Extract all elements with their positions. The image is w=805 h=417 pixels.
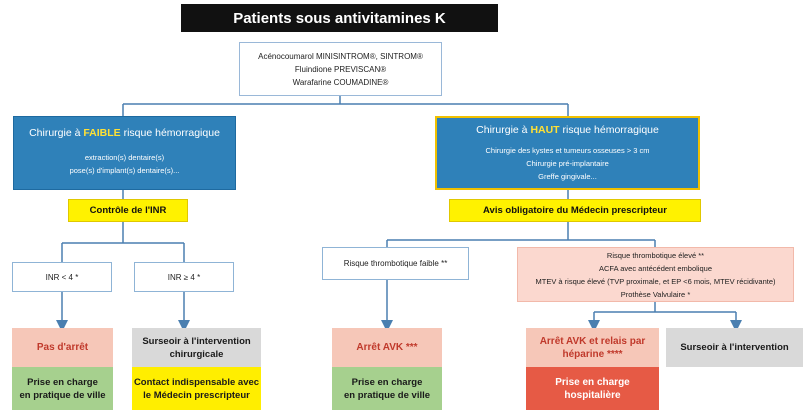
low-risk-highlight: FAIBLE (83, 127, 121, 139)
inr-control-box: Contrôle de l'INR (68, 199, 188, 222)
inr-low-box: INR < 4 * (12, 262, 112, 292)
contact-prescriber-line: Contact indispensable avec (133, 376, 260, 388)
inr-high-box: INR ≥ 4 * (134, 262, 234, 292)
low-risk-example: pose(s) d'implant(s) dentaire(s)... (69, 166, 180, 175)
high-bleeding-risk-box: Chirurgie à HAUT risque hémorragique Chi… (435, 116, 700, 190)
thrombotic-high-line: Prothèse Valvulaire * (620, 289, 691, 299)
inr-high-text: INR ≥ 4 * (167, 272, 201, 282)
stop-heparin-box: Arrêt AVK et relais par héparine **** (526, 328, 659, 367)
thrombotic-low-text: Risque thrombotique faible ** (343, 259, 448, 268)
postpone-text: Surseoir à l'intervention (680, 342, 789, 353)
contact-prescriber-box: Contact indispensable avec le Médecin pr… (132, 367, 261, 410)
diagram-title-text: Patients sous antivitamines K (233, 9, 446, 27)
no-stop-box: Pas d'arrêt (12, 328, 113, 367)
thrombotic-high-box: Risque thrombotique élevé ** ACFA avec a… (517, 247, 794, 302)
prescriber-opinion-box: Avis obligatoire du Médecin prescripteur (449, 199, 701, 222)
high-risk-example: Greffe gingivale... (538, 172, 597, 181)
low-bleeding-risk-examples: extraction(s) dentaire(s) pose(s) d'impl… (70, 151, 180, 177)
stop-avk-box: Arrêt AVK *** (332, 328, 442, 367)
postpone-surgical-line: Surseoir à l'intervention (142, 335, 251, 347)
drug-item: Fluindione PREVISCAN® (294, 64, 387, 74)
thrombotic-high-line: Risque thrombotique élevé ** (606, 250, 705, 260)
city-care-box-1: Prise en charge en pratique de ville (12, 367, 113, 410)
inr-control-text: Contrôle de l'INR (89, 205, 167, 216)
stop-heparin-line: héparine **** (562, 348, 623, 360)
high-bleeding-risk-heading: Chirurgie à HAUT risque hémorragique (476, 124, 659, 136)
drug-list-box: Acénocoumarol MINISINTROM®, SINTROM® Flu… (239, 42, 442, 96)
city-care-line: en pratique de ville (343, 389, 431, 401)
stop-avk-text: Arrêt AVK *** (356, 342, 418, 353)
high-risk-highlight: HAUT (530, 124, 560, 136)
diagram-title: Patients sous antivitamines K (181, 4, 498, 32)
drug-item: Acénocoumarol MINISINTROM®, SINTROM® (258, 51, 423, 61)
high-risk-example: Chirurgie des kystes et tumeurs osseuses… (485, 146, 650, 155)
postpone-box: Surseoir à l'intervention (666, 328, 803, 367)
thrombotic-high-line: ACFA avec antécédent embolique (599, 263, 712, 273)
city-care-line: Prise en charge (351, 376, 423, 388)
hospital-care-line: hospitalière (564, 389, 621, 401)
low-risk-example: extraction(s) dentaire(s) (84, 153, 165, 162)
city-care-line: Prise en charge (27, 376, 98, 388)
stop-heparin-line: Arrêt AVK et relais par (539, 335, 646, 347)
prescriber-opinion-text: Avis obligatoire du Médecin prescripteur (483, 205, 667, 216)
city-care-box-2: Prise en charge en pratique de ville (332, 367, 442, 410)
hospital-care-line: Prise en charge (555, 376, 630, 388)
thrombotic-high-line: MTEV à risque élevé (TVP proximale, et E… (535, 276, 776, 286)
postpone-surgical-box: Surseoir à l'intervention chirurgicale (132, 328, 261, 367)
drug-item: Warafarine COUMADINE® (292, 77, 389, 87)
low-bleeding-risk-heading: Chirurgie à FAIBLE risque hémorragique (29, 127, 220, 139)
thrombotic-low-box: Risque thrombotique faible ** (322, 247, 469, 280)
low-bleeding-risk-box: Chirurgie à FAIBLE risque hémorragique e… (13, 116, 236, 190)
hospital-care-box: Prise en charge hospitalière (526, 367, 659, 410)
no-stop-text: Pas d'arrêt (36, 342, 89, 353)
high-bleeding-risk-examples: Chirurgie des kystes et tumeurs osseuses… (485, 144, 649, 183)
city-care-line: en pratique de ville (19, 389, 106, 401)
high-risk-example: Chirurgie pré-implantaire (526, 159, 609, 168)
inr-low-text: INR < 4 * (45, 272, 79, 282)
postpone-surgical-line: chirurgicale (169, 348, 224, 360)
contact-prescriber-line: le Médecin prescripteur (143, 389, 250, 401)
